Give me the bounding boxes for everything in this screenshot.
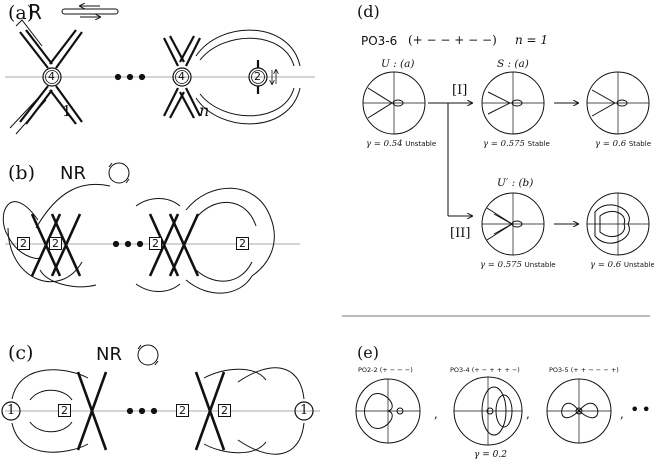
disk-po3-5 bbox=[546, 378, 612, 444]
panel-b-diagram bbox=[2, 162, 300, 294]
node-right: 2 bbox=[254, 70, 261, 83]
disk-u-prime-b bbox=[481, 192, 545, 256]
disk-bottom-right bbox=[586, 192, 650, 256]
gamma-3: γ = 0.6 bbox=[595, 139, 627, 149]
box-c-2: 2 bbox=[176, 404, 189, 417]
panel-d-diagram bbox=[362, 71, 650, 256]
index-left: 1 bbox=[62, 102, 72, 120]
orbit-e-2-name: PO3-4 bbox=[450, 366, 470, 374]
disk-u-a bbox=[362, 71, 426, 135]
panel-a-type: R bbox=[28, 0, 42, 24]
orbit-e-2-signs: (+ − + + + −) bbox=[471, 366, 520, 374]
index-right: n bbox=[199, 101, 210, 120]
end-right: 1 bbox=[300, 403, 309, 418]
panel-e-diagram bbox=[355, 376, 612, 446]
panel-a-label: (a) bbox=[8, 2, 35, 24]
status-2: Stable bbox=[527, 140, 550, 148]
status-5: Unstable bbox=[623, 261, 654, 269]
box-c-1: 2 bbox=[58, 404, 71, 417]
panel-c-label: (c) bbox=[8, 342, 34, 364]
title-s-a: S : (a) bbox=[497, 58, 529, 70]
orbit-e-1-signs: (+ − − −) bbox=[379, 366, 413, 374]
panel-e-label: (e) bbox=[357, 343, 379, 362]
panel-b-label: (b) bbox=[8, 162, 35, 184]
box-b-3: 2 bbox=[149, 237, 162, 250]
box-b-4: 2 bbox=[236, 237, 249, 250]
branch-i: [I] bbox=[452, 83, 468, 98]
panel-c-type: NR bbox=[96, 344, 122, 365]
box-c-3: 2 bbox=[218, 404, 231, 417]
box-b-1: 2 bbox=[17, 237, 30, 250]
orbit-e-3-name: PO3-5 bbox=[549, 366, 569, 374]
gamma-note: γ = 0.2 bbox=[474, 450, 507, 460]
title-u-a: U : (a) bbox=[381, 58, 415, 70]
status-4: Unstable bbox=[524, 261, 556, 269]
status-1: Unstable bbox=[405, 140, 437, 148]
sep-3: , bbox=[620, 407, 624, 421]
orbit-e-3-signs: (+ + − − − +) bbox=[570, 366, 619, 374]
title-u-prime-b: U′ : (b) bbox=[497, 177, 534, 189]
disk-s-a bbox=[481, 71, 545, 135]
gamma-5: γ = 0.6 bbox=[590, 260, 622, 270]
gamma-4: γ = 0.575 bbox=[480, 260, 522, 270]
orbit-e-1-name: PO2-2 bbox=[358, 366, 378, 374]
orbit-signs: (+ − − + − −) bbox=[408, 33, 497, 47]
orbit-name: PO3-6 bbox=[361, 34, 398, 48]
sep-1: , bbox=[434, 407, 438, 421]
n-label: n = 1 bbox=[515, 33, 549, 47]
node-mid: 4 bbox=[178, 70, 185, 83]
panel-a-diagram bbox=[5, 6, 315, 135]
box-b-2: 2 bbox=[49, 237, 62, 250]
gamma-1: γ = 0.54 bbox=[366, 139, 403, 149]
panel-b-type: NR bbox=[60, 163, 86, 184]
ellipsis-dots: ••• bbox=[630, 400, 654, 419]
branch-ii: [II] bbox=[450, 226, 471, 241]
disk-po2-2 bbox=[355, 378, 421, 444]
node-left: 4 bbox=[48, 70, 55, 83]
status-3: Stable bbox=[628, 140, 652, 148]
disk-po3-4 bbox=[453, 376, 523, 446]
end-left: 1 bbox=[7, 403, 16, 418]
sep-2: , bbox=[526, 407, 530, 421]
gamma-2: γ = 0.575 bbox=[483, 139, 525, 149]
panel-d-label: (d) bbox=[357, 2, 380, 21]
panel-c-diagram bbox=[1, 344, 320, 455]
disk-top-right bbox=[586, 71, 650, 135]
